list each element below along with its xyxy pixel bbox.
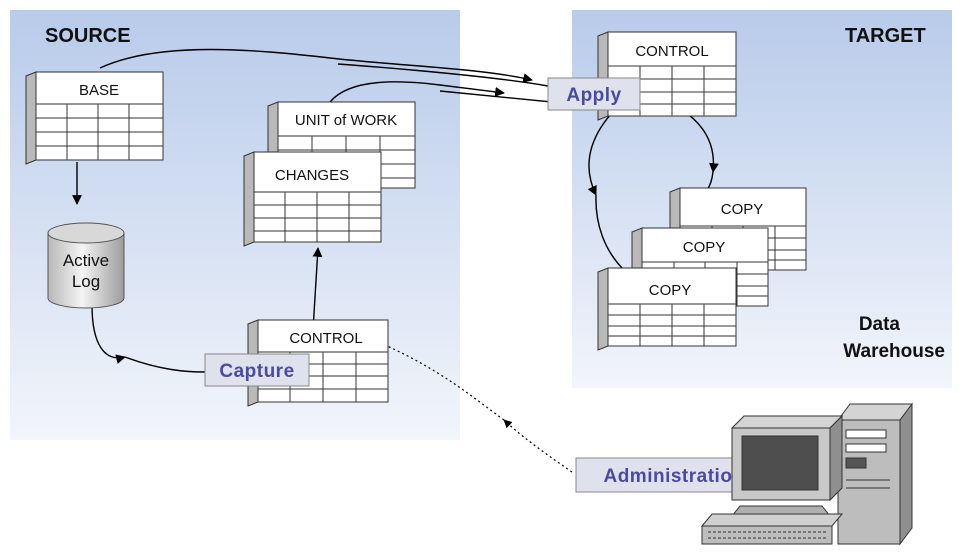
arrow-control-to-copy-left [587,114,611,196]
apply-process: Apply [547,77,641,111]
table-base-label: BASE [79,82,119,99]
arrow-uow-to-apply-a [329,81,505,103]
connectors [72,48,719,473]
apply-label: Apply [566,85,621,106]
capture-process: Capture [204,353,310,387]
arrow-log-to-capture [91,304,126,364]
active-log-line1: Active [63,251,109,270]
administration-label: Administration [603,466,744,487]
line-admin-dotted [384,344,505,421]
line-capture-return [124,356,206,373]
arrow-base-to-apply-a [99,48,533,83]
table-changes-label: CHANGES [275,167,349,184]
capture-label: Capture [219,361,294,382]
active-log-line2: Log [72,272,100,291]
table-unit-of-work-label: UNIT of WORK [295,112,397,129]
arrow-control-to-changes [312,247,323,331]
table-copy-3-label: COPY [649,282,692,299]
source-title: SOURCE [45,25,131,47]
line-copy-left [595,194,623,269]
target-title: TARGET [845,25,926,47]
arrow-uow-to-apply-b [439,90,553,103]
data-warehouse-line2: Warehouse [843,341,945,362]
table-copy-1-label: COPY [721,201,764,218]
table-copy-3: COPY [597,267,737,351]
desktop-computer-icon [700,402,913,546]
table-changes: CHANGES [243,151,382,247]
table-control-target: CONTROL [597,31,737,121]
table-control-source-label: CONTROL [289,330,362,347]
active-log-cylinder: Active Log [47,222,125,309]
table-copy-2-label: COPY [683,239,726,256]
table-base: BASE [25,71,164,165]
table-control-target-label: CONTROL [635,43,708,60]
arrow-admin-dotted [503,419,573,473]
data-warehouse-line1: Data [859,314,901,335]
arrow-base-to-apply-b [337,63,549,87]
